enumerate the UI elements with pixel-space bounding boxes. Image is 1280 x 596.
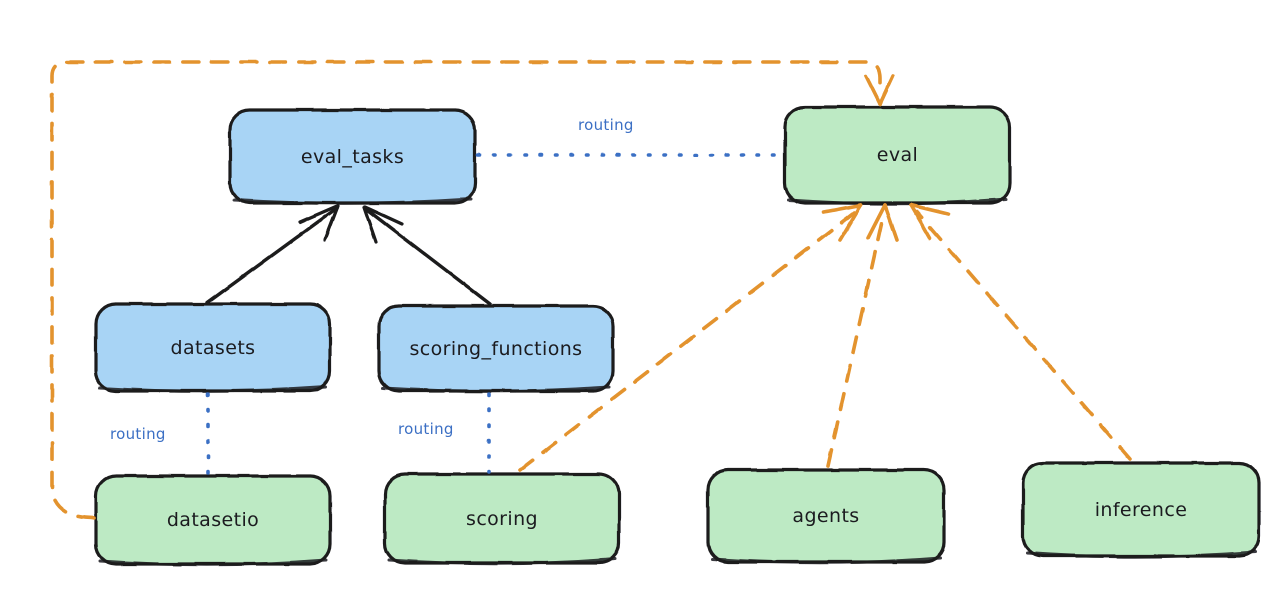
edge-datasets-to-eval-tasks	[205, 204, 340, 305]
edge-label-routing-scoring-functions-scoring: routing	[398, 420, 454, 438]
node-scoring-functions[interactable]	[377, 304, 615, 393]
node-eval-tasks[interactable]	[228, 108, 477, 205]
node-datasetio[interactable]	[94, 474, 332, 567]
edge-agents-to-eval	[826, 203, 899, 468]
edge-group-routing	[206, 153, 785, 476]
edge-inference-to-eval	[909, 203, 1132, 461]
edge-group-solid	[205, 204, 492, 306]
node-agents[interactable]	[706, 468, 946, 565]
edge-label-routing-eval-tasks-eval: routing	[578, 116, 634, 134]
node-datasets[interactable]	[94, 302, 332, 393]
edge-group-dependency	[50, 60, 1132, 520]
node-scoring[interactable]	[383, 472, 621, 566]
node-eval[interactable]	[783, 105, 1012, 206]
edge-label-routing-datasets-datasetio: routing	[110, 425, 166, 443]
node-inference[interactable]	[1021, 461, 1261, 559]
edge-datasetio-to-eval	[50, 60, 895, 520]
edge-scoring-to-eval	[518, 203, 863, 472]
edge-scoring-functions-to-eval-tasks	[362, 205, 492, 306]
